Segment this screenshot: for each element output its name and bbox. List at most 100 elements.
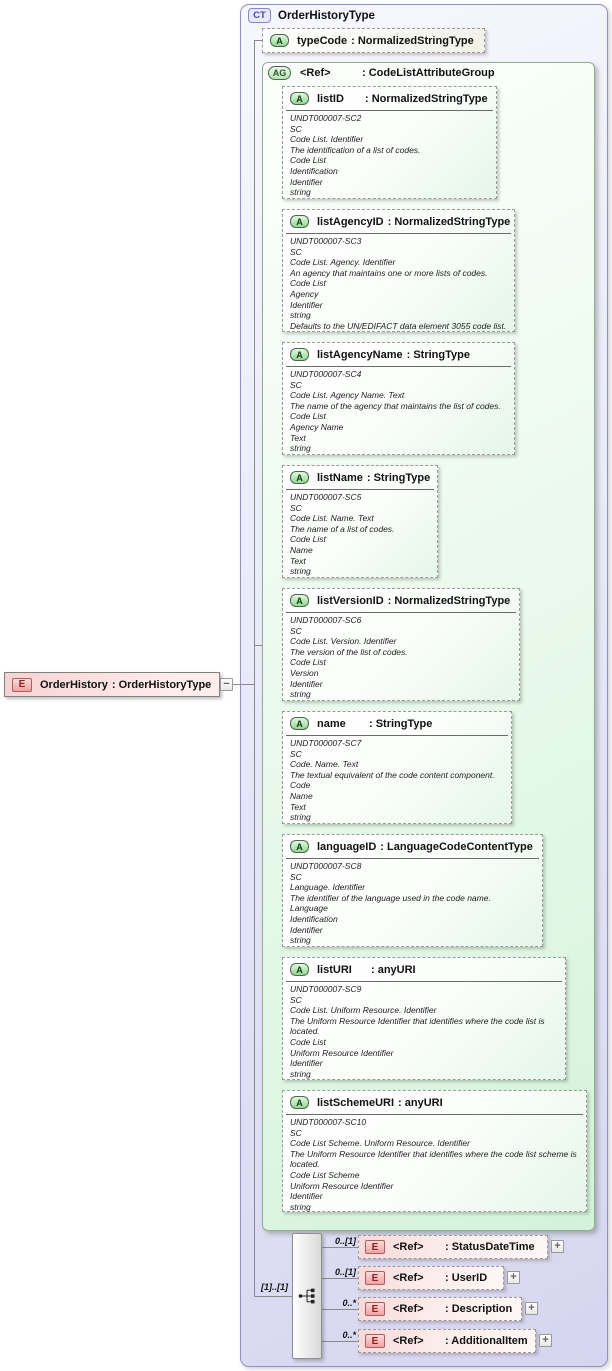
attribute-icon: A bbox=[290, 963, 309, 976]
divider bbox=[286, 366, 511, 367]
attribute-box-name[interactable]: A name : StringType UNDT000007-SC7 SC Co… bbox=[282, 711, 512, 824]
element-cardinality: 0..* bbox=[342, 1330, 356, 1340]
attribute-type: : anyURI bbox=[398, 1096, 443, 1109]
attribute-box-listuri[interactable]: A listURI : anyURI UNDT000007-SC9 SC Cod… bbox=[282, 957, 566, 1080]
attribute-name: listAgencyID bbox=[317, 215, 384, 228]
attribute-box-languageid[interactable]: A languageID : LanguageCodeContentType U… bbox=[282, 834, 543, 947]
attribute-name: name bbox=[317, 717, 346, 730]
element-ref-description[interactable]: E <Ref> : Description + bbox=[358, 1297, 538, 1321]
sequence-icon bbox=[298, 1288, 315, 1304]
element-ref-additionalitem[interactable]: E <Ref> : AdditionalItem + bbox=[358, 1329, 552, 1353]
attribute-group-type: : CodeListAttributeGroup bbox=[362, 67, 495, 79]
attribute-box-typecode[interactable]: A typeCode : NormalizedStringType bbox=[262, 28, 485, 53]
element-type: : UserID bbox=[445, 1272, 488, 1284]
attribute-doc: UNDT000007-SC4 SC Code List. Agency Name… bbox=[290, 369, 501, 454]
element-cardinality: 0..* bbox=[342, 1298, 356, 1308]
element-kind-icon: E bbox=[365, 1302, 385, 1316]
element-name: <Ref> bbox=[393, 1335, 424, 1347]
connector-element-stub bbox=[322, 1278, 358, 1279]
attribute-doc: UNDT000007-SC7 SC Code. Name. Text The t… bbox=[290, 738, 495, 823]
attribute-name: listID bbox=[317, 92, 344, 105]
divider bbox=[286, 858, 539, 859]
attribute-box-listid[interactable]: A listID : NormalizedStringType UNDT0000… bbox=[282, 86, 497, 199]
attribute-type: : NormalizedStringType bbox=[351, 34, 474, 47]
attribute-type: : anyURI bbox=[371, 963, 416, 976]
element-ref-userid[interactable]: E <Ref> : UserID + bbox=[358, 1266, 520, 1290]
root-element-name: OrderHistory bbox=[40, 678, 108, 691]
divider bbox=[286, 489, 434, 490]
attribute-type: : NormalizedStringType bbox=[387, 594, 511, 607]
attribute-box-listagencyname[interactable]: A listAgencyName : StringType UNDT000007… bbox=[282, 342, 515, 455]
complex-type-header: CT OrderHistoryType bbox=[248, 8, 375, 23]
connector-element-stub bbox=[322, 1341, 358, 1342]
element-type: : Description bbox=[445, 1303, 513, 1315]
root-element-type: : OrderHistoryType bbox=[111, 678, 212, 691]
expand-button[interactable]: + bbox=[507, 1271, 520, 1284]
element-kind-icon: E bbox=[12, 677, 32, 692]
collapse-button[interactable]: − bbox=[220, 678, 233, 691]
element-name: <Ref> bbox=[393, 1241, 424, 1253]
connector-element-stub bbox=[322, 1309, 358, 1310]
attribute-name: listAgencyName bbox=[317, 348, 403, 361]
attribute-icon: A bbox=[290, 215, 309, 228]
attribute-name: listVersionID bbox=[317, 594, 384, 607]
attribute-box-listname[interactable]: A listName : StringType UNDT000007-SC5 S… bbox=[282, 465, 438, 578]
divider bbox=[286, 110, 493, 111]
divider bbox=[286, 1114, 583, 1115]
element-kind-icon: E bbox=[365, 1240, 385, 1254]
connector-typecode-stub bbox=[254, 40, 263, 41]
sequence-box[interactable] bbox=[292, 1233, 322, 1359]
complex-type-icon: CT bbox=[248, 8, 271, 23]
attribute-doc: UNDT000007-SC6 SC Code List. Version. Id… bbox=[290, 615, 408, 700]
sequence-cardinality: [1]..[1] bbox=[261, 1282, 288, 1292]
attribute-type: : NormalizedStringType bbox=[387, 215, 511, 228]
attribute-icon: A bbox=[290, 840, 309, 853]
root-element-box[interactable]: E OrderHistory : OrderHistoryType bbox=[4, 672, 220, 697]
element-kind-icon: E bbox=[365, 1271, 385, 1285]
attribute-name: listURI bbox=[317, 963, 352, 976]
attribute-icon: A bbox=[290, 92, 309, 105]
attribute-icon: A bbox=[270, 34, 289, 47]
attribute-doc: UNDT000007-SC8 SC Language. Identifier T… bbox=[290, 861, 491, 946]
element-type: : AdditionalItem bbox=[445, 1335, 528, 1347]
attribute-type: : NormalizedStringType bbox=[365, 92, 488, 105]
attribute-icon: A bbox=[290, 348, 309, 361]
connector-sequence-stub bbox=[254, 1296, 292, 1297]
divider bbox=[286, 981, 562, 982]
element-kind-icon: E bbox=[365, 1334, 385, 1348]
divider bbox=[286, 735, 508, 736]
divider bbox=[286, 233, 511, 234]
attribute-doc: UNDT000007-SC5 SC Code List. Name. Text … bbox=[290, 492, 395, 577]
attribute-type: : StringType bbox=[406, 348, 470, 361]
expand-button[interactable]: + bbox=[551, 1240, 564, 1253]
attribute-group-name: <Ref> bbox=[300, 67, 331, 79]
attribute-doc: UNDT000007-SC2 SC Code List. Identifier … bbox=[290, 113, 421, 198]
attribute-box-listagencyid[interactable]: A listAgencyID : NormalizedStringType UN… bbox=[282, 209, 515, 332]
attribute-doc: UNDT000007-SC3 SC Code List. Agency. Ide… bbox=[290, 236, 507, 331]
expand-button[interactable]: + bbox=[525, 1302, 538, 1315]
attribute-icon: A bbox=[290, 1096, 309, 1109]
element-cardinality: 0..[1] bbox=[334, 1236, 356, 1246]
attribute-box-listschemeuri[interactable]: A listSchemeURI : anyURI UNDT000007-SC10… bbox=[282, 1090, 587, 1212]
attribute-group-icon: AG bbox=[268, 66, 291, 80]
attribute-type: : LanguageCodeContentType bbox=[380, 840, 533, 853]
attribute-type: : StringType bbox=[369, 717, 433, 730]
complex-type-title: OrderHistoryType bbox=[278, 9, 375, 22]
element-name: <Ref> bbox=[393, 1303, 424, 1315]
attribute-group-header: AG <Ref> : CodeListAttributeGroup bbox=[268, 66, 495, 80]
divider bbox=[286, 612, 516, 613]
connector-ct-trunk bbox=[254, 40, 255, 1297]
attribute-type: : StringType bbox=[366, 471, 431, 484]
element-cardinality: 0..[1] bbox=[334, 1267, 356, 1277]
element-ref-statusdatetime[interactable]: E <Ref> : StatusDateTime + bbox=[358, 1235, 564, 1259]
attribute-icon: A bbox=[290, 471, 309, 484]
expand-button[interactable]: + bbox=[539, 1334, 552, 1347]
element-type: : StatusDateTime bbox=[445, 1241, 535, 1253]
attribute-box-listversionid[interactable]: A listVersionID : NormalizedStringType U… bbox=[282, 588, 520, 701]
element-name: <Ref> bbox=[393, 1272, 424, 1284]
connector-root-to-ct bbox=[233, 684, 254, 685]
attribute-icon: A bbox=[290, 594, 309, 607]
attribute-name: typeCode bbox=[297, 34, 348, 47]
connector-element-stub bbox=[322, 1247, 358, 1248]
